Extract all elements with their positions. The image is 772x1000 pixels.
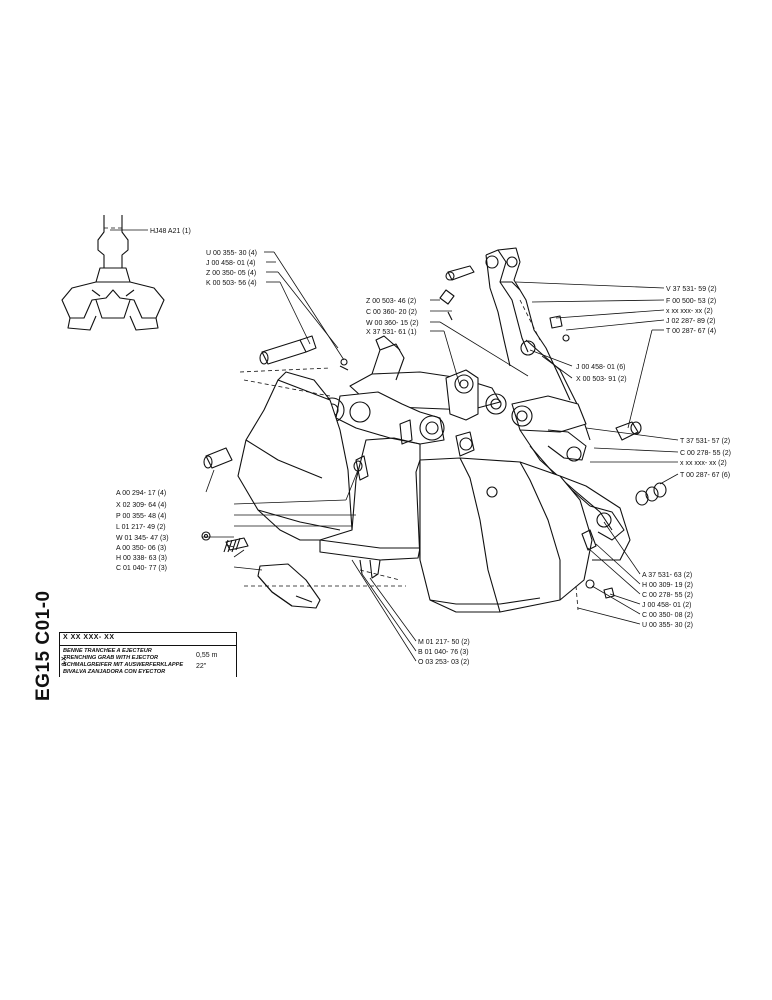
title-block: X XX XXX- XX BENNE TRANCHEE A EJECTEUR T…: [59, 632, 237, 677]
part-label: C 00 278- 55 (2): [680, 450, 731, 457]
part-label: Z 00 350- 05 (4): [206, 270, 256, 277]
part-label: C 00 360- 20 (2): [366, 309, 417, 316]
part-label: J 00 458- 01 (2): [642, 602, 691, 609]
part-label: B 01 040- 76 (3): [418, 649, 469, 656]
labels-right-mid: J 00 458- 01 (6) X 00 503- 91 (2): [576, 364, 627, 383]
title-block-divider: [60, 645, 236, 646]
grab-illustration: [201, 247, 667, 613]
labels-center-top: Z 00 503- 46 (2) C 00 360- 20 (2) W 00 3…: [366, 298, 419, 336]
part-label: U 00 355- 30 (4): [206, 250, 257, 257]
part-label: C 00 278- 55 (2): [642, 592, 693, 599]
part-label: C 00 350- 08 (2): [642, 612, 693, 619]
part-label: P 00 355- 48 (4): [116, 513, 166, 520]
leader-lines: [202, 251, 679, 662]
part-label: V 37 531- 59 (2): [666, 286, 717, 293]
title-en: TRENCHING GRAB WITH EJECTOR: [63, 655, 158, 661]
part-label: K 00 503- 56 (4): [206, 280, 257, 287]
labels-right-lower: T 37 531- 57 (2) C 00 278- 55 (2) x xx x…: [680, 438, 731, 479]
part-label: J 02 287- 89 (2): [666, 318, 715, 325]
part-label: F 00 500- 53 (2): [666, 298, 716, 305]
title-fr: BENNE TRANCHEE A EJECTEUR: [63, 648, 152, 654]
part-label: U 00 355- 30 (2): [642, 622, 693, 629]
part-label: T 00 287- 67 (4): [666, 328, 716, 335]
part-label: J 00 458- 01 (6): [576, 364, 625, 371]
labels-left-top: U 00 355- 30 (4) J 00 458- 01 (4) Z 00 3…: [206, 250, 257, 287]
part-label: L 01 217- 49 (2): [116, 524, 166, 531]
part-label: W 01 345- 47 (3): [116, 535, 169, 542]
width-value: 22": [196, 663, 207, 670]
thumbnail-part-label: HJ48 A21 (1): [150, 228, 191, 235]
drawing-code: EG15 C01-0: [33, 590, 54, 701]
grab-thumbnail: [61, 215, 165, 331]
part-label: x xx xxx- xx (2): [680, 460, 727, 467]
title-es: BIVALVA ZANJADORA CON EYECTOR: [63, 669, 166, 675]
part-label: X 00 503- 91 (2): [576, 376, 627, 383]
part-label: J 00 458- 01 (4): [206, 260, 255, 267]
part-label: C 01 040- 77 (3): [116, 565, 167, 572]
rotated-mark: 3-X: [62, 656, 68, 666]
part-label: A 00 294- 17 (4): [116, 490, 166, 497]
labels-bottom-center: M 01 217- 50 (2) B 01 040- 76 (3) O 03 2…: [418, 639, 470, 666]
part-label: H 00 338- 63 (3): [116, 555, 167, 562]
part-label: O 03 253- 03 (2): [418, 659, 469, 666]
part-label: T 37 531- 57 (2): [680, 438, 730, 445]
part-label: W 00 360- 15 (2): [366, 320, 419, 327]
part-label: Z 00 503- 46 (2): [366, 298, 416, 305]
part-label: A 00 350- 06 (3): [116, 545, 166, 552]
part-label: A 37 531- 63 (2): [642, 572, 692, 579]
part-label: X 37 531- 61 (1): [366, 329, 417, 336]
labels-right-top: V 37 531- 59 (2) F 00 500- 53 (2) x xx x…: [666, 286, 717, 335]
part-label: M 01 217- 50 (2): [418, 639, 470, 646]
capacity-value: 0,55 m: [196, 652, 218, 659]
part-label: T 00 287- 67 (6): [680, 472, 730, 479]
part-label: X 02 309- 64 (4): [116, 502, 167, 509]
title-de: SCHMALGREIFER MIT AUSWERFERKLAPPE: [63, 662, 184, 668]
part-label: H 00 309- 19 (2): [642, 582, 693, 589]
labels-left-bottom: A 00 294- 17 (4) X 02 309- 64 (4) P 00 3…: [116, 490, 169, 572]
labels-right-bottom: A 37 531- 63 (2) H 00 309- 19 (2) C 00 2…: [642, 572, 693, 629]
part-label: x xx xxx- xx (2): [666, 308, 713, 315]
title-block-code: X XX XXX- XX: [63, 634, 115, 641]
